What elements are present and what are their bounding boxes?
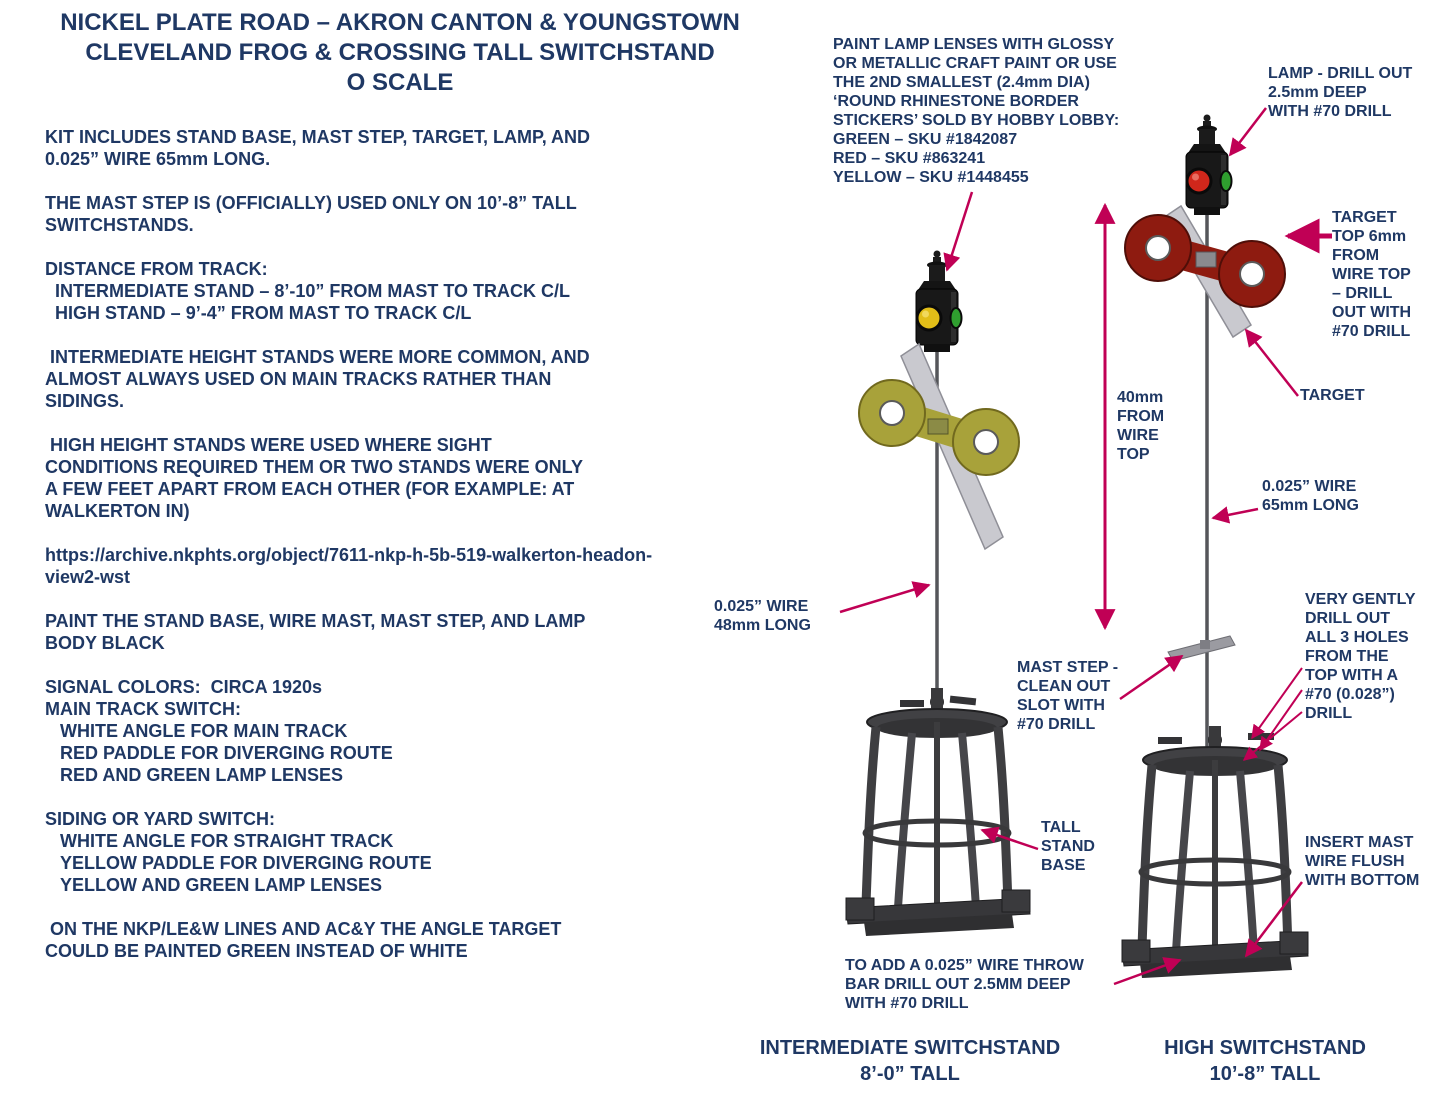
body-paragraph-intermediate-common: INTERMEDIATE HEIGHT STANDS WERE MORE COM… (45, 347, 590, 411)
callout-insert-mast: INSERT MAST WIRE FLUSH WITH BOTTOM (1305, 834, 1420, 889)
title-line-1: NICKEL PLATE ROAD – AKRON CANTON & YOUNG… (60, 9, 740, 36)
callout-arrow-drill-holes (1242, 711, 1303, 761)
body-paragraph-distance: DISTANCE FROM TRACK: INTERMEDIATE STAND … (45, 259, 571, 323)
intermediate-switchstand-drawing (845, 250, 1031, 936)
lamp-finial (933, 250, 941, 258)
caption-intermediate-switchstand: INTERMEDIATE SWITCHSTAND 8’-0” TALL (759, 1037, 1061, 1085)
callout-arrow-mast-step (1119, 654, 1184, 701)
callout-arrow-drill-holes (1251, 667, 1303, 740)
body-paragraph-kit-includes: KIT INCLUDES STAND BASE, MAST STEP, TARG… (45, 127, 591, 169)
callout-mast-step: MAST STEP - CLEAN OUT SLOT WITH #70 DRIL… (1017, 659, 1119, 733)
yellow-lens (915, 304, 943, 332)
callout-paint-lenses: PAINT LAMP LENSES WITH GLOSSY OR METALLI… (833, 36, 1120, 186)
instructions-column: KIT INCLUDES STAND BASE, MAST STEP, TARG… (45, 126, 705, 984)
body-paragraph-mast-step: THE MAST STEP IS (OFFICIALLY) USED ONLY … (45, 193, 577, 235)
archive-url[interactable]: https://archive.nkphts.org/object/7611-n… (45, 545, 653, 587)
body-paragraph-high-stands: HIGH HEIGHT STANDS WERE USED WHERE SIGHT… (45, 435, 584, 521)
caption-high-switchstand: HIGH SWITCHSTAND 10’-8” TALL (1164, 1037, 1366, 1085)
lamp-chimney (929, 265, 945, 282)
paddle-hole (879, 400, 905, 426)
paddle-clamp (1195, 251, 1217, 268)
green-lens (1219, 170, 1233, 192)
tall-stand-base-drawing (1121, 726, 1309, 978)
callout-arrow-insert-mast (1244, 881, 1303, 958)
callout-drill-three-holes: VERY GENTLY DRILL OUT ALL 3 HOLES FROM T… (1305, 591, 1416, 722)
lamp-finial (1203, 114, 1211, 122)
tall-stand-base-drawing (845, 688, 1031, 936)
body-paragraph-siding-switch: SIDING OR YARD SWITCH: WHITE ANGLE FOR S… (45, 809, 432, 895)
paddle-clamp (927, 418, 949, 435)
callout-arrow-wire-65mm (1211, 506, 1259, 524)
callout-arrow-tall-base (980, 826, 1039, 851)
callout-tall-stand-base: TALL STAND BASE (1041, 819, 1095, 874)
callout-target-top: TARGET TOP 6mm FROM WIRE TOP – DRILL OUT… (1332, 209, 1412, 340)
green-lens (949, 307, 963, 329)
callout-throw-bar: TO ADD A 0.025” WIRE THROW BAR DRILL OUT… (845, 957, 1084, 1012)
lamp-chimney (1199, 129, 1215, 146)
paddle-hole (973, 429, 999, 455)
callout-arrow-wire-48mm (839, 581, 931, 614)
callout-wire-48mm: 0.025” WIRE 48mm LONG (714, 598, 811, 634)
callout-arrow-lamp-drill (1228, 107, 1267, 157)
body-paragraph-signal-colors: SIGNAL COLORS: CIRCA 1920s MAIN TRACK SW… (45, 677, 393, 785)
body-paragraph-green-target: ON THE NKP/LE&W LINES AND AC&Y THE ANGLE… (45, 919, 562, 961)
callout-target: TARGET (1300, 387, 1365, 404)
paddle-hole (1145, 235, 1171, 261)
high-switchstand-drawing (1121, 114, 1309, 978)
title-line-2: CLEVELAND FROG & CROSSING TALL SWITCHSTA… (85, 39, 715, 66)
callout-40mm: 40mm FROM WIRE TOP (1117, 389, 1165, 463)
callout-arrow-throw-bar (1113, 957, 1182, 986)
paddle-hole (1239, 261, 1265, 287)
body-paragraph-paint-black: PAINT THE STAND BASE, WIRE MAST, MAST ST… (45, 611, 586, 653)
callout-arrows (839, 107, 1332, 986)
callout-wire-65mm: 0.025” WIRE 65mm LONG (1262, 478, 1359, 514)
callout-arrow-target (1244, 328, 1299, 397)
callout-lamp-drill: LAMP - DRILL OUT 2.5mm DEEP WITH #70 DRI… (1268, 65, 1413, 120)
callout-arrow-paint-lenses (943, 191, 974, 272)
title-line-3: O SCALE (346, 69, 454, 96)
page-title: NICKEL PLATE ROAD – AKRON CANTON & YOUNG… (10, 8, 790, 98)
red-lens (1185, 167, 1213, 195)
